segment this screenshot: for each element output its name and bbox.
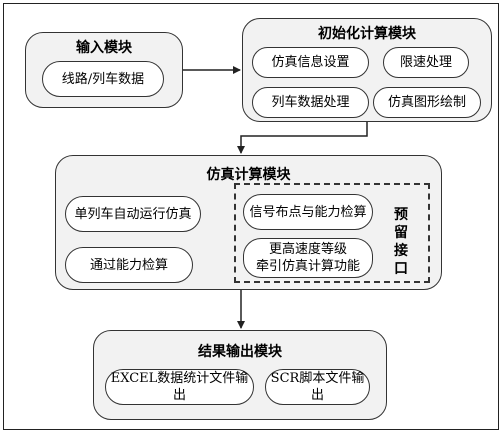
input-module-title: 输入模块	[76, 40, 132, 56]
signal-layout-check-box: 信号布点与能力检算	[243, 194, 373, 230]
reserved-interface-region	[234, 183, 430, 283]
scr-output-box: SCR脚本文件输出	[265, 369, 370, 405]
train-data-processing-box: 列车数据处理	[252, 87, 369, 118]
init-to-sim-arrow	[237, 122, 368, 154]
sim-info-settings-box: 仿真信息设置	[252, 47, 369, 78]
output-module: 结果输出模块 EXCEL数据统计文件输出 SCR脚本文件输出	[93, 330, 387, 420]
init-module: 初始化计算模块 仿真信息设置 限速处理 列车数据处理 仿真图形绘制	[242, 18, 492, 122]
line-train-data-box: 线路/列车数据	[42, 61, 164, 97]
single-train-sim-box: 单列车自动运行仿真	[65, 196, 201, 232]
reserved-interface-label: 预留接口	[394, 207, 408, 277]
excel-output-box: EXCEL数据统计文件输出	[105, 369, 254, 405]
init-module-title: 初始化计算模块	[318, 26, 416, 42]
input-module: 输入模块 线路/列车数据	[25, 32, 183, 108]
output-module-title: 结果输出模块	[198, 344, 282, 360]
diagram-frame	[3, 3, 499, 430]
speed-limit-processing-box: 限速处理	[383, 47, 469, 78]
capacity-check-box: 通过能力检算	[65, 247, 193, 283]
higher-speed-traction-box: 更高速度等级 牵引仿真计算功能	[243, 238, 373, 278]
sim-module-title: 仿真计算模块	[206, 167, 291, 183]
sim-graphics-drawing-box: 仿真图形绘制	[373, 87, 481, 118]
